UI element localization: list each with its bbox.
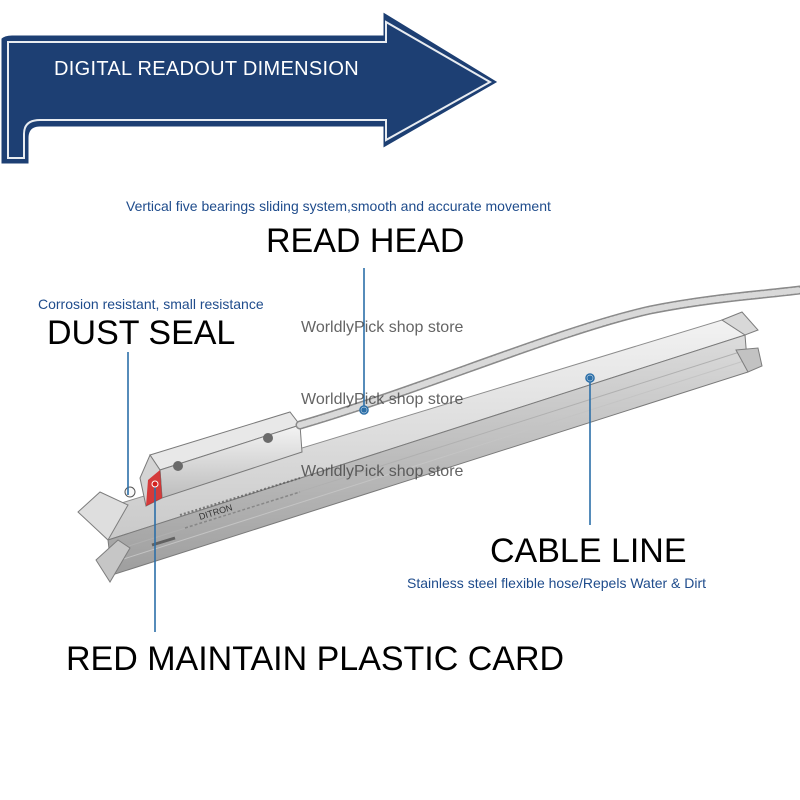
cable-hose (295, 285, 800, 430)
cable-line-caption: Stainless steel flexible hose/Repels Wat… (407, 575, 707, 591)
banner-arrow-shape (0, 7, 503, 167)
cable-line-label: CABLE LINE (490, 532, 687, 570)
title-banner-arrow (0, 7, 503, 167)
scale-body (81, 319, 749, 576)
dust-seal-label: DUST SEAL (47, 314, 236, 352)
watermark-text: WorldlyPick shop store (301, 391, 464, 408)
dust-seal-caption: Corrosion resistant, small resistance (38, 296, 264, 312)
body-label-print (151, 477, 301, 547)
red-plastic-card (146, 470, 162, 506)
read-head-caption: Vertical five bearings sliding system,sm… (126, 198, 551, 214)
watermark-text: WorldlyPick shop store (301, 319, 464, 336)
watermark-text: WorldlyPick shop store (301, 463, 464, 480)
read-head-label: READ HEAD (266, 222, 465, 260)
red-card-label: RED MAINTAIN PLASTIC CARD (66, 640, 565, 678)
banner-title: DIGITAL READOUT DIMENSION (54, 58, 359, 80)
right-end-cap (720, 311, 763, 373)
pointer-lines (127, 268, 595, 632)
read-head (139, 411, 303, 507)
